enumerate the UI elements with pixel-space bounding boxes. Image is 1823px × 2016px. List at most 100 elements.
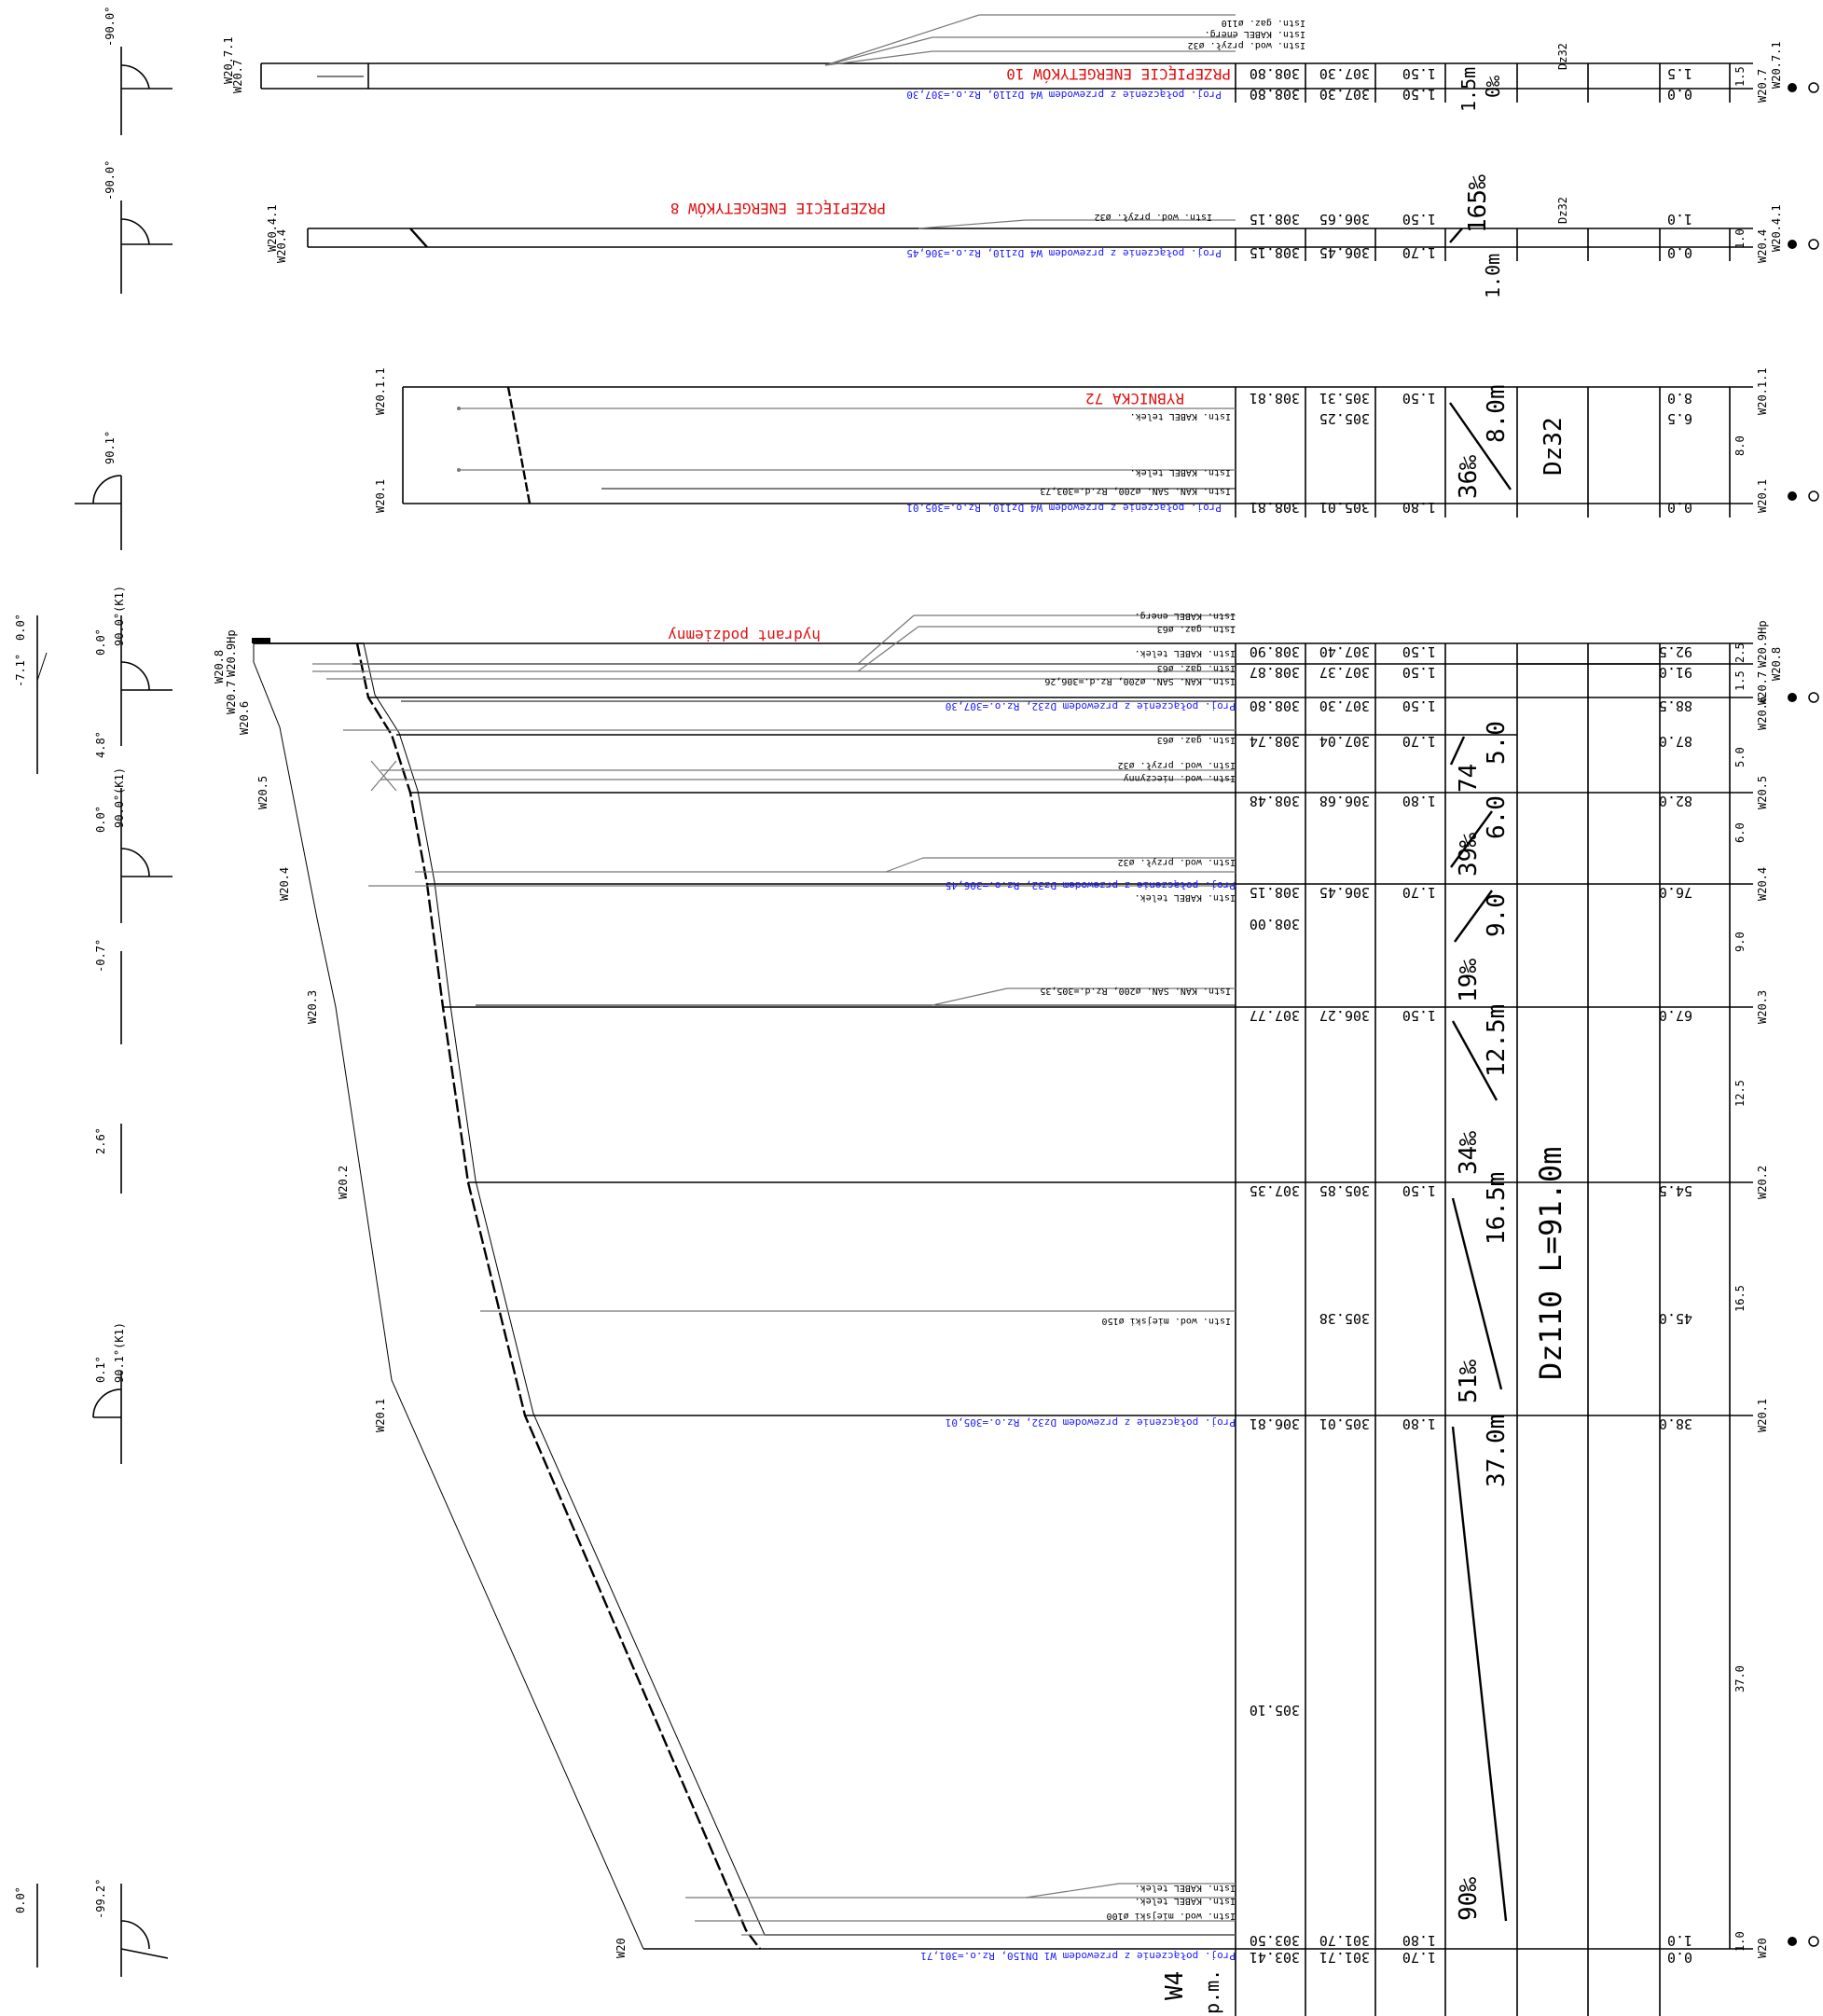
hydrant-note: hydrant podziemny — [668, 627, 821, 644]
angle-label: -90.0° — [104, 160, 117, 200]
node-label: W20.1 — [1756, 1399, 1769, 1432]
depth-value: 1.50 — [1402, 664, 1436, 681]
station-value: 76.0 — [1659, 884, 1692, 901]
pipe-value: 305.38 — [1319, 1310, 1370, 1327]
node-markers — [1788, 692, 1819, 1947]
segment-distance: 37.0 — [1733, 1665, 1747, 1692]
station-values: 92.5 91.0 88.5 87.0 82.0 76.0 67.0 54.5 … — [1659, 643, 1692, 1966]
slope-values: 74 5.0 39‰ 6.0 19‰ 9.0 34‰ 12.5m 51‰ 16.… — [1449, 721, 1511, 1922]
pipe-value: 307.30 — [1319, 697, 1370, 714]
angle-label: 90.1° — [104, 431, 117, 464]
segment-length: 16.5m — [1483, 1172, 1511, 1245]
node-label: W20.8 — [1770, 647, 1783, 681]
station-value: 38.0 — [1659, 1415, 1692, 1432]
segment-distance: 9.0 — [1733, 932, 1747, 952]
connection-note: Proj. połączenie z przewodem Dz32, Rz.o.… — [946, 700, 1236, 712]
connection-note: Proj. połączenie z przewodem W4 Dz110, R… — [906, 89, 1222, 101]
segment-slope: 34‰ — [1455, 1131, 1483, 1175]
depth-value: 1.70 — [1402, 733, 1436, 750]
terrain-value: 308.80 — [1250, 697, 1300, 714]
connection-note: Proj. połączenie z przewodem W4 Dz110, R… — [906, 502, 1222, 514]
utility-note: Istn. KAN. SAN. ø200, Rz.d.=305,35 — [1040, 986, 1231, 996]
node-label: W20.7 — [225, 681, 238, 714]
main-pipe-title: Dz110 L=91.0m — [1533, 1147, 1568, 1380]
pipe-top: 305.31 — [1319, 390, 1370, 407]
pipe-value: 305.85 — [1319, 1182, 1370, 1199]
depth-value: 1.80 — [1402, 793, 1436, 809]
segment-length: 12.5m — [1483, 1004, 1511, 1077]
utility-note: Istn. KABEL energ. — [1135, 611, 1236, 621]
station-value: 88.5 — [1659, 697, 1692, 714]
profile-w20-1: Istn. KABEL telek. Istn. KABEL telek. Is… — [374, 367, 1819, 518]
utility-note: Istn. wod. przył. ø32 — [1188, 40, 1305, 50]
segment-distance: 1.5 — [1733, 66, 1747, 87]
connection-note: Proj. połączenie z przewodem Dz32, Rz.o.… — [946, 879, 1236, 891]
depth-value: 1.70 — [1402, 1949, 1436, 1966]
bottom-label-sub: p.m. — [1201, 1969, 1223, 2014]
pipe-value: 305.01 — [1319, 1415, 1370, 1432]
pipe-value: 306.27 — [1319, 1007, 1370, 1024]
utility-note: Istn. KABEL telek. — [1135, 892, 1236, 903]
node-marker — [1808, 490, 1819, 502]
utility-note: Istn. KABEL telek. — [1135, 648, 1236, 658]
pipe-value: 306.68 — [1319, 793, 1370, 809]
node-end-left: W20.7.1 — [222, 36, 235, 84]
pipe-diameter: Dz32 — [1556, 197, 1569, 224]
angle-label: 0.0° — [14, 1886, 27, 1913]
node-labels-left: W20 W20.1 W20.2 W20.3 W20.4 W20.5 W20.6 … — [213, 629, 628, 1958]
terrain-value: 303.50 — [1250, 1932, 1300, 1949]
angle-label: 0.1° — [94, 1356, 107, 1383]
node-start: W20.7 — [1756, 69, 1769, 103]
utility-note: Istn. KABEL telek. — [1135, 1883, 1236, 1893]
station-value: 54.5 — [1659, 1182, 1692, 1199]
terrain-value: 308.87 — [1250, 664, 1300, 681]
station-value: 82.0 — [1659, 793, 1692, 809]
node-marker — [1808, 82, 1819, 93]
angle-label: 90.0°(K1) — [113, 586, 126, 646]
node-label: W20.4 — [1756, 867, 1769, 901]
depth-value: 1.50 — [1402, 1007, 1436, 1024]
pipe-value: 307.37 — [1319, 664, 1370, 681]
segment-slope: 51‰ — [1455, 1360, 1483, 1403]
utility-note: Istn. KABEL energ. — [1205, 29, 1305, 39]
node-start-left: W20.1 — [374, 479, 387, 513]
segment-length: 9.0 — [1483, 893, 1511, 937]
main-profile: Istn. KABEL energ. Istn. gaz. ø63 Istn. … — [213, 611, 1819, 2016]
segment-length: 5.0 — [1483, 721, 1511, 765]
segment-length: 6.0 — [1483, 795, 1511, 839]
terrain-value: 308.90 — [1250, 643, 1300, 660]
node-marker — [1788, 491, 1797, 501]
angle-label: 2.6° — [94, 1127, 107, 1154]
segment-length: 37.0m — [1483, 1415, 1511, 1487]
depth-top: 1.50 — [1402, 65, 1436, 82]
pipe-value: 306.45 — [1319, 884, 1370, 901]
node-end-left: W20.1.1 — [374, 367, 387, 415]
terrain-value: 308.00 — [1250, 916, 1300, 932]
connection-note: Proj. połączenie z przewodem W4 Dz110, R… — [906, 247, 1222, 259]
segment-slope: 90‰ — [1455, 1877, 1483, 1921]
node-end: W20.1.1 — [1756, 367, 1769, 415]
angle-label: 0.0° — [94, 806, 107, 833]
angle-label: -90.0° — [104, 7, 117, 47]
pipe-value: 307.04 — [1319, 733, 1370, 750]
terrain-value: 308.48 — [1250, 793, 1300, 809]
node-label: W20.2 — [1756, 1166, 1769, 1199]
utility-note: Istn. wod. nieczynny — [1124, 773, 1236, 783]
street-note: PRZEPIĘCIE ENERGETYKÓW 8 — [670, 200, 886, 217]
pipe-value: 301.71 — [1319, 1949, 1370, 1966]
angle-label: 0.0° — [94, 628, 107, 656]
node-label: W20.5 — [256, 776, 269, 809]
station-top: 8.0 — [1667, 390, 1692, 407]
segment-length: 1.5m — [1457, 67, 1480, 112]
utility-note: Istn. KAN. SAN. ø200, Rz.d.=306,26 — [1044, 676, 1236, 686]
pipe-bottom: 307.30 — [1319, 86, 1370, 103]
terrain-bottom: 308.80 — [1250, 86, 1300, 103]
utility-note: Istn. wod. przył. ø32 — [1095, 212, 1212, 222]
utility-note: Istn. wod. przył. ø32 — [1118, 857, 1236, 867]
station-mid: 6.5 — [1667, 410, 1692, 427]
segment-distance: 2.5 — [1733, 642, 1747, 663]
pipe-value: 301.70 — [1319, 1932, 1370, 1949]
utility-note: Istn. gaz. ø63 — [1157, 624, 1236, 634]
node-label: W20.3 — [1756, 990, 1769, 1024]
